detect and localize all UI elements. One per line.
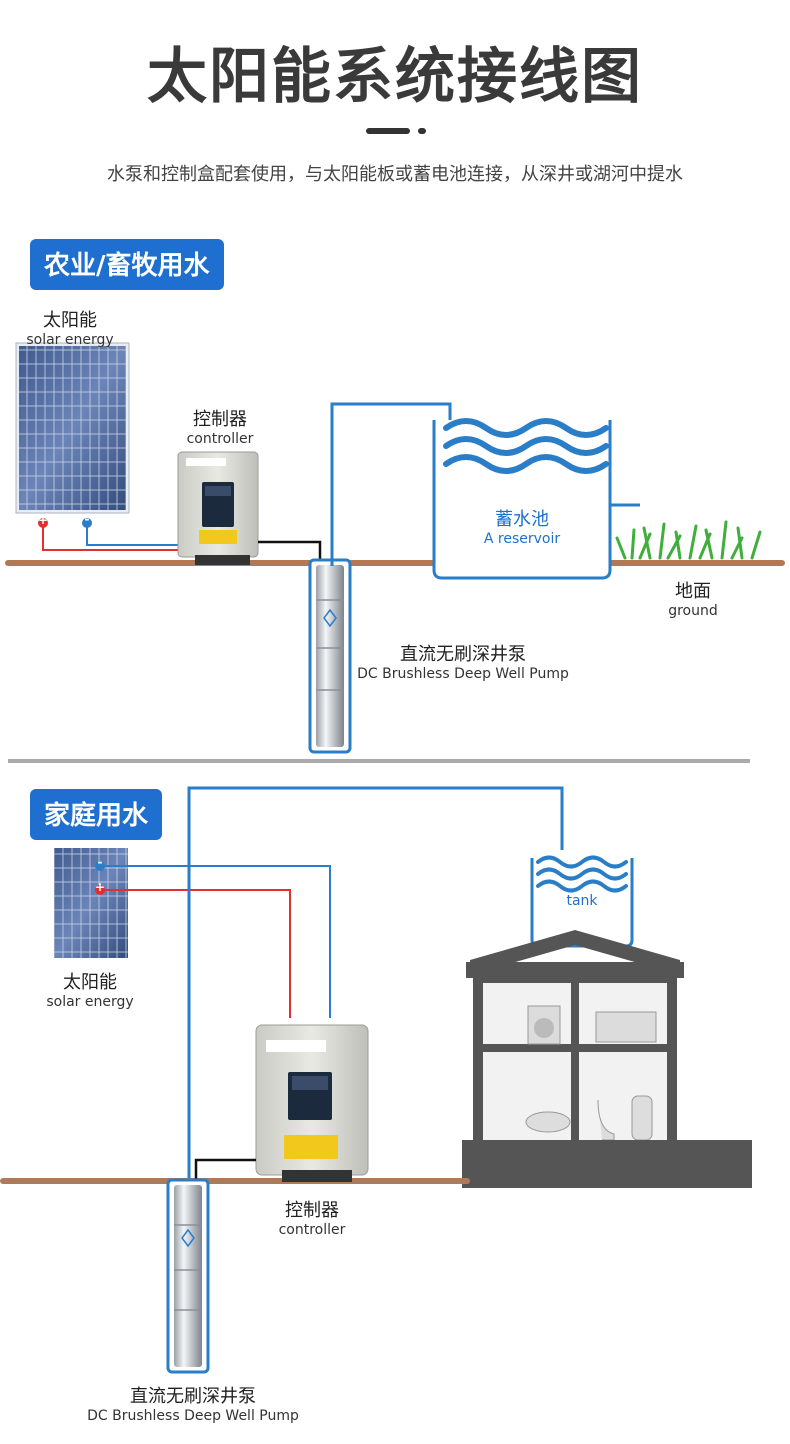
controller-label: 控制器 controller <box>186 409 254 447</box>
pump-power-wire <box>194 1158 256 1185</box>
controller-box <box>177 451 259 565</box>
section-tag-agriculture: 农业/畜牧用水 <box>30 239 224 290</box>
water-waves-icon <box>536 855 628 893</box>
pump-label: 直流无刷深井泵 DC Brushless Deep Well Pump <box>87 1386 299 1424</box>
grass-icon <box>615 520 762 560</box>
negative-wire <box>86 523 185 546</box>
positive-terminal-icon: + <box>37 513 49 527</box>
house-icon <box>462 930 752 1188</box>
reservoir-tank <box>432 420 612 580</box>
solar-panel <box>54 848 128 958</box>
section-divider <box>8 759 750 763</box>
ground-line <box>5 560 785 566</box>
title-divider <box>366 128 410 134</box>
controller-label: 控制器 controller <box>278 1200 346 1238</box>
section-tag-household: 家庭用水 <box>30 789 163 840</box>
positive-wire <box>100 889 291 1018</box>
water-waves-icon <box>443 418 609 474</box>
ground-label: 地面 ground <box>668 581 718 619</box>
controller-box <box>255 1024 369 1182</box>
water-pipe <box>187 786 564 1185</box>
deep-well-pump <box>174 1185 202 1367</box>
reservoir-label: 蓄水池 A reservoir <box>483 509 561 547</box>
solar-label: 太阳能 solar energy <box>26 310 114 348</box>
solar-label: 太阳能 solar energy <box>46 972 134 1010</box>
tank-label: tank <box>566 893 598 909</box>
negative-terminal-icon: - <box>84 512 90 526</box>
positive-terminal-icon: + <box>94 880 106 894</box>
page-title: 太阳能系统接线图 <box>147 42 643 112</box>
page-subtitle: 水泵和控制盒配套使用，与太阳能板或蓄电池连接，从深井或湖河中提水 <box>107 164 683 185</box>
title-divider-dot <box>418 128 426 134</box>
deep-well-pump <box>316 565 344 747</box>
solar-panel <box>15 342 130 514</box>
positive-wire <box>42 523 185 551</box>
negative-terminal-icon: - <box>97 855 103 869</box>
ground-line <box>0 1178 470 1184</box>
negative-wire <box>100 865 331 1018</box>
pump-label: 直流无刷深井泵 DC Brushless Deep Well Pump <box>357 644 569 682</box>
water-pipe <box>330 402 452 566</box>
